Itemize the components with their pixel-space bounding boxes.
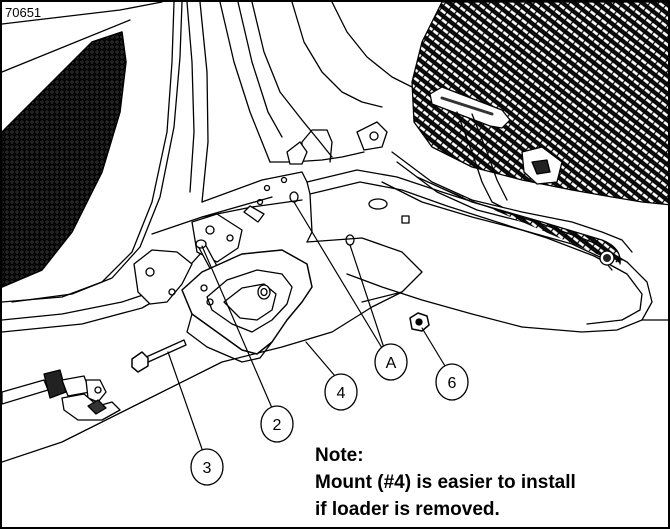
note-line-2: if loader is removed. [315,499,500,520]
callout-a: A [374,343,408,381]
callout-2: 2 [260,405,294,443]
upright-panel [219,2,413,163]
callout-a-label: A [386,355,397,372]
nut-part [409,312,430,332]
callout-4: 4 [324,373,358,411]
bolt-part [131,339,187,373]
note-heading: Note: [315,445,364,466]
callout-3: 3 [190,448,224,486]
callout-3-label: 3 [203,460,212,477]
side-panel [2,2,209,303]
callout-6-label: 6 [448,375,457,392]
mount-part [181,249,313,363]
cylinder-rod [2,369,121,421]
foot-platform [306,2,668,333]
leader-lines [167,201,446,450]
note-line-1: Mount (#4) is easier to install [315,472,576,493]
pedal-lever [429,86,563,208]
install-note: Note: Mount (#4) is easier to install if… [315,442,576,523]
callout-6: 6 [435,363,469,401]
figure-id: 70651 [5,5,42,20]
callout-2-label: 2 [273,417,282,434]
grille [2,31,127,288]
callout-4-label: 4 [337,385,346,402]
